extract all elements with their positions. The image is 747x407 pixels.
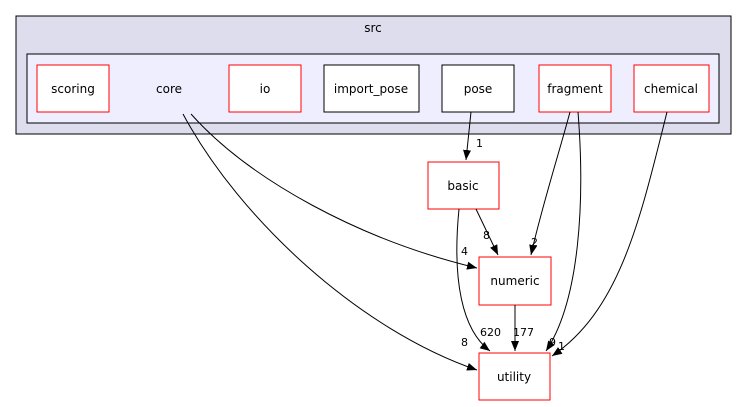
node-import-pose-label: import_pose — [334, 82, 408, 96]
edge-label-basic-numeric: 8 — [483, 229, 490, 242]
cluster-core-label: core — [156, 82, 182, 96]
node-chemical-label: chemical — [644, 82, 698, 96]
edge-core-utility — [182, 113, 478, 371]
node-scoring[interactable]: scoring — [36, 64, 110, 113]
edge-label-fragment-utility: 9 — [549, 336, 556, 349]
edge-core-numeric — [190, 113, 478, 270]
edge-label-core-numeric: 4 — [461, 245, 468, 258]
node-basic[interactable]: basic — [427, 161, 500, 210]
edge-label-core-utility: 8 — [461, 336, 468, 349]
node-import-pose[interactable]: import_pose — [323, 64, 420, 113]
edge-label-fragment-numeric: 2 — [531, 236, 538, 249]
node-numeric[interactable]: numeric — [478, 256, 552, 306]
node-scoring-label: scoring — [51, 82, 95, 96]
node-pose[interactable]: pose — [441, 64, 515, 113]
cluster-src-label: src — [364, 21, 382, 35]
node-basic-label: basic — [447, 179, 478, 193]
edge-label-chemical-utility: 1 — [558, 340, 565, 353]
node-utility-label: utility — [497, 370, 531, 384]
edge-label-numeric-utility: 177 — [513, 326, 534, 339]
node-io[interactable]: io — [228, 64, 302, 113]
edge-basic-utility — [456, 208, 491, 352]
node-fragment-label: fragment — [547, 82, 603, 96]
node-numeric-label: numeric — [490, 274, 539, 288]
edge-fragment-numeric — [529, 111, 571, 256]
node-utility[interactable]: utility — [478, 352, 551, 401]
node-chemical[interactable]: chemical — [633, 64, 710, 113]
edge-fragment-utility — [545, 111, 582, 352]
edge-label-pose-basic: 1 — [476, 137, 483, 150]
edge-chemical-utility — [551, 111, 668, 357]
edge-basic-numeric — [475, 208, 499, 256]
node-pose-label: pose — [464, 82, 493, 96]
edge-label-basic-utility: 620 — [480, 326, 501, 339]
node-io-label: io — [260, 82, 271, 96]
node-fragment[interactable]: fragment — [538, 64, 612, 113]
edge-pose-basic — [463, 111, 472, 161]
